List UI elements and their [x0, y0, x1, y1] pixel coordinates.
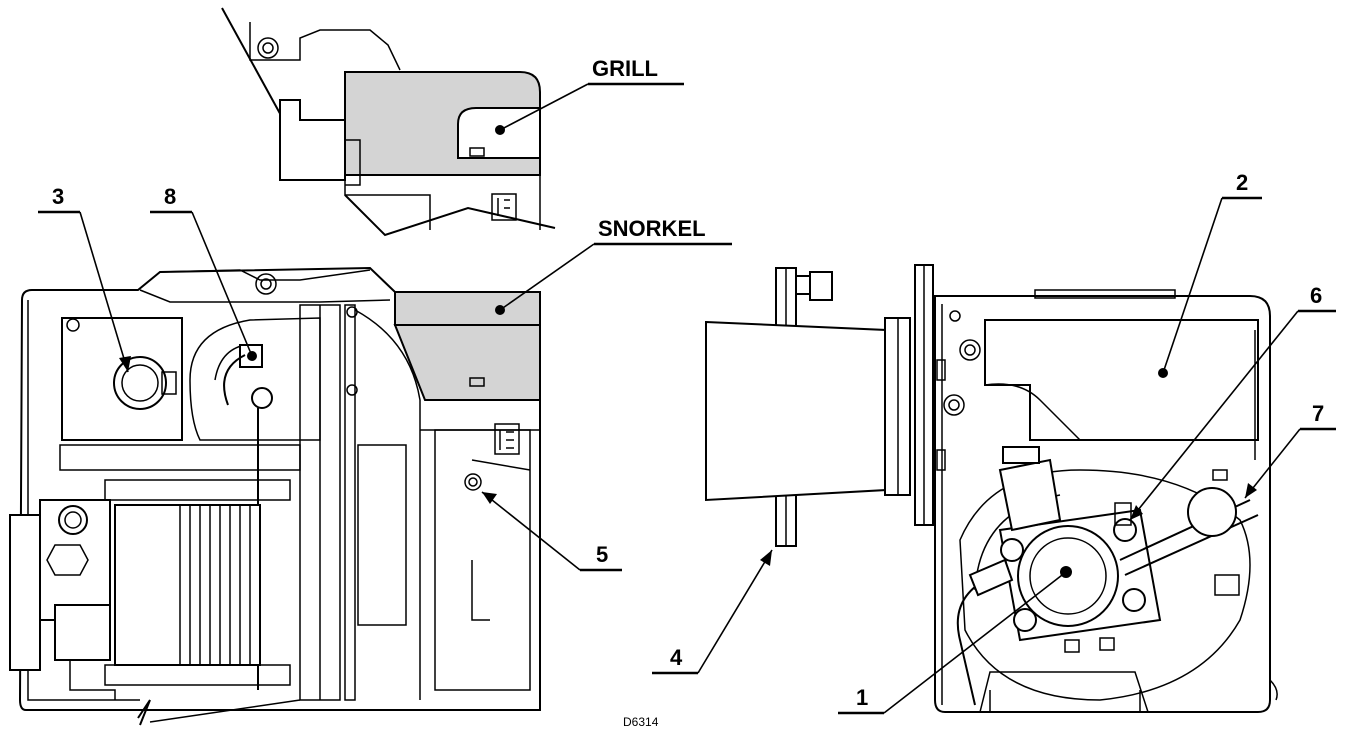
callout-5: 5: [481, 491, 622, 572]
label-5: 5: [596, 542, 608, 567]
label-3: 3: [52, 184, 64, 209]
label-8: 8: [164, 184, 176, 209]
callout-8: 8: [150, 184, 257, 361]
snorkel-label: SNORKEL: [598, 216, 706, 241]
motor-fins: [179, 505, 251, 665]
label-2: 2: [1236, 170, 1248, 195]
grill-label: GRILL: [592, 56, 658, 81]
left-burner-view: [9, 266, 541, 726]
snorkel-callout: SNORKEL: [495, 216, 732, 315]
callout-3: 3: [38, 184, 131, 373]
callout-4: 4: [652, 549, 773, 675]
label-7: 7: [1312, 401, 1324, 426]
callout-7: 7: [1244, 401, 1336, 499]
label-6: 6: [1310, 283, 1322, 308]
label-1: 1: [856, 685, 868, 710]
callout-6: 6: [1129, 283, 1336, 521]
drawing-code: D6314: [623, 715, 659, 729]
callout-2: 2: [1158, 170, 1262, 378]
right-burner-view: [705, 264, 1278, 713]
grill-detail: [221, 7, 556, 237]
grill-callout: GRILL: [495, 56, 684, 135]
callout-1: 1: [838, 566, 1072, 715]
label-4: 4: [670, 645, 683, 670]
